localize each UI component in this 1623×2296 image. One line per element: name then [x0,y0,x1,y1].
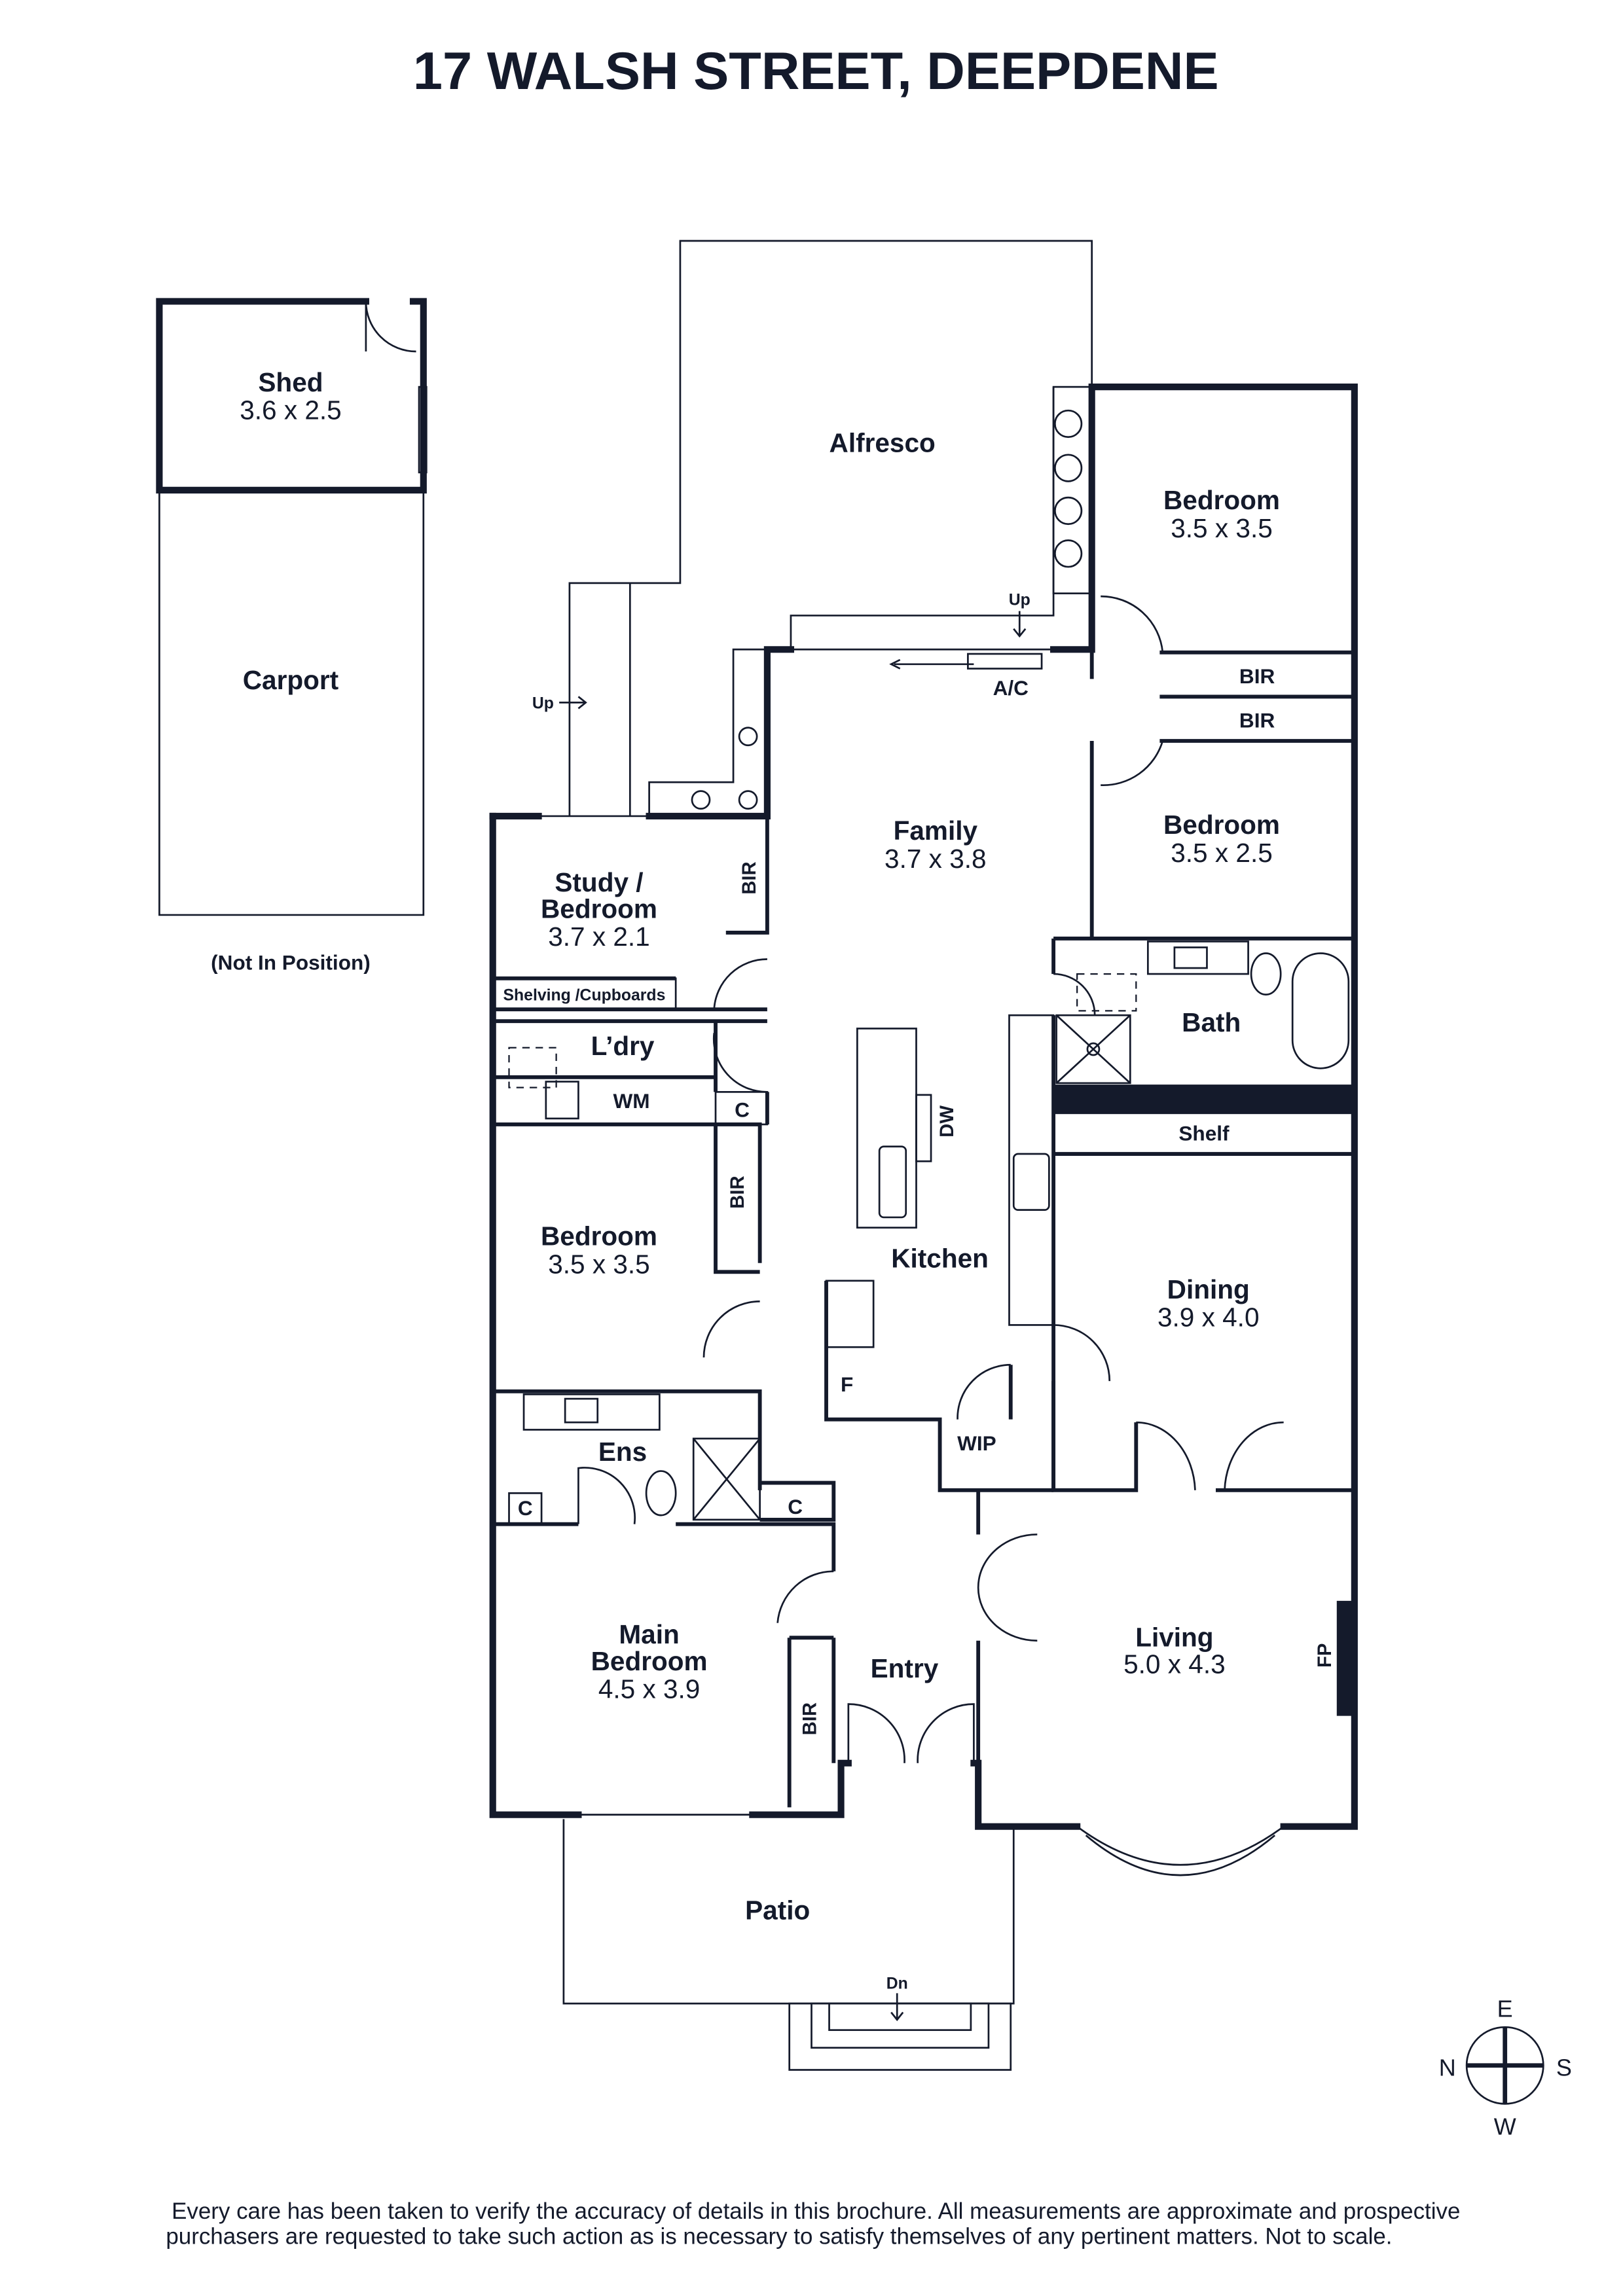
interior-walls [492,595,1355,1808]
alfresco-label: Alfresco [830,427,936,457]
room-labels: Bedroom 3.5 x 3.5 BIR BIR Bedroom 3.5 x … [503,485,1336,1735]
fireplace-label: FP [1314,1643,1336,1668]
room-label: Ens [598,1437,647,1467]
bir-label: BIR [1239,709,1275,732]
stairs-up-label: Up [532,694,554,712]
dw-label: DW [936,1105,958,1138]
stairs-down-label: Dn [886,1975,908,1993]
compass-n: N [1439,2054,1456,2081]
cupboard-label: C [788,1495,803,1518]
shed-carport: Shed 3.6 x 2.5 Carport (Not In Position) [156,298,428,974]
room-size: 3.5 x 3.5 [1171,513,1273,543]
room-size: 3.7 x 2.1 [548,922,650,952]
exterior-walls: A/C [489,384,1358,1876]
room-label: Dining [1167,1274,1250,1304]
bir-label: BIR [1239,664,1275,688]
compass-s: S [1556,2054,1572,2081]
stairs-up-label: Up [1009,592,1030,609]
ac-label: A/C [993,676,1029,700]
patio-label: Patio [745,1895,810,1926]
room-label: L’dry [591,1031,655,1061]
room-size: 3.5 x 2.5 [1171,838,1273,868]
room-size: 3.5 x 3.5 [548,1249,650,1280]
room-label: Bedroom [1163,485,1280,515]
bir-label: BIR [727,1175,748,1208]
wip-label: WIP [957,1431,996,1455]
room-label: Kitchen [891,1244,989,1274]
room-size: 4.5 x 3.9 [598,1674,701,1704]
shed-size: 3.6 x 2.5 [240,395,342,425]
room-label: Bedroom [541,1221,657,1251]
shelf-label: Shelf [1178,1122,1230,1145]
shed-label: Shed [258,367,323,397]
compass-e: E [1497,1995,1513,2022]
cupboard-label: C [735,1098,750,1122]
page-title: 17 WALSH STREET, DEEPDENE [413,42,1219,101]
disclaimer-line-1: Every care has been taken to verify the … [172,2198,1460,2224]
room-label: Main [619,1619,679,1649]
not-in-position-note: (Not In Position) [211,950,371,974]
cupboard-label: C [518,1496,533,1520]
shelving-label: Shelving /Cupboards [503,987,666,1005]
fridge-label: F [841,1372,853,1396]
room-label: Entry [871,1653,939,1683]
room-label: Family [894,816,978,846]
room-label: Bath [1182,1007,1241,1037]
patio: Patio Dn [562,1819,1015,2071]
carport-label: Carport [243,665,338,695]
room-label: Bedroom [1163,810,1280,840]
compass-w: W [1494,2113,1516,2140]
room-label: Study / [555,867,643,897]
room-size: 3.7 x 3.8 [884,844,987,874]
room-size: 5.0 x 4.3 [1123,1649,1226,1679]
room-label: Bedroom [541,893,657,924]
room-size: 3.9 x 4.0 [1158,1302,1260,1333]
disclaimer-line-2: purchasers are requested to take such ac… [166,2223,1392,2249]
room-label: Living [1135,1623,1213,1653]
bir-label: BIR [739,861,760,894]
plant-icons [691,409,1083,810]
alfresco-deck: Alfresco Up Up [532,240,1093,816]
room-label: Bedroom [591,1646,708,1676]
compass-icon: E N S W [1439,1995,1572,2140]
wm-label: WM [613,1089,650,1113]
bir-label: BIR [799,1702,820,1735]
